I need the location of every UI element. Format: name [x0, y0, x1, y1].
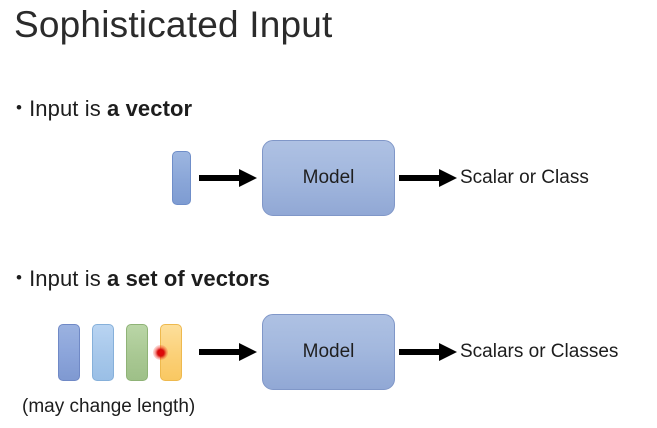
input-vector-bar-1 [58, 324, 80, 381]
model-box-label: Model [302, 167, 355, 188]
input-length-caption: (may change length) [22, 396, 196, 417]
input-arrow-icon [199, 169, 257, 187]
bullet-text-emphasis: a vector [107, 96, 193, 121]
model-box[interactable]: Model [262, 140, 395, 216]
bullet-text-plain: Input is [29, 266, 108, 291]
input-arrow-icon [199, 343, 257, 361]
model-box[interactable]: Model [262, 314, 395, 390]
input-vector-bar [172, 151, 191, 205]
model-box-label: Model [302, 341, 355, 362]
bullet-dot-icon: • [16, 268, 23, 287]
page-title: Sophisticated Input [14, 4, 333, 45]
red-dot-marker-icon [153, 345, 168, 360]
input-vector-bar-2 [92, 324, 114, 381]
bullet-dot-icon: • [16, 98, 23, 117]
output-label-scalars-or-classes: Scalars or Classes [460, 341, 619, 362]
output-label-scalar-or-class: Scalar or Class [460, 167, 589, 188]
output-arrow-icon [399, 169, 457, 187]
input-vector-bar-3 [126, 324, 148, 381]
output-arrow-icon [399, 343, 457, 361]
bullet-text-plain: Input is [29, 96, 108, 121]
bullet-item-vector-input: • Input is a vector [16, 96, 192, 122]
bullet-text-emphasis: a set of vectors [107, 266, 271, 291]
bullet-item-vector-set-input: • Input is a set of vectors [16, 266, 270, 292]
